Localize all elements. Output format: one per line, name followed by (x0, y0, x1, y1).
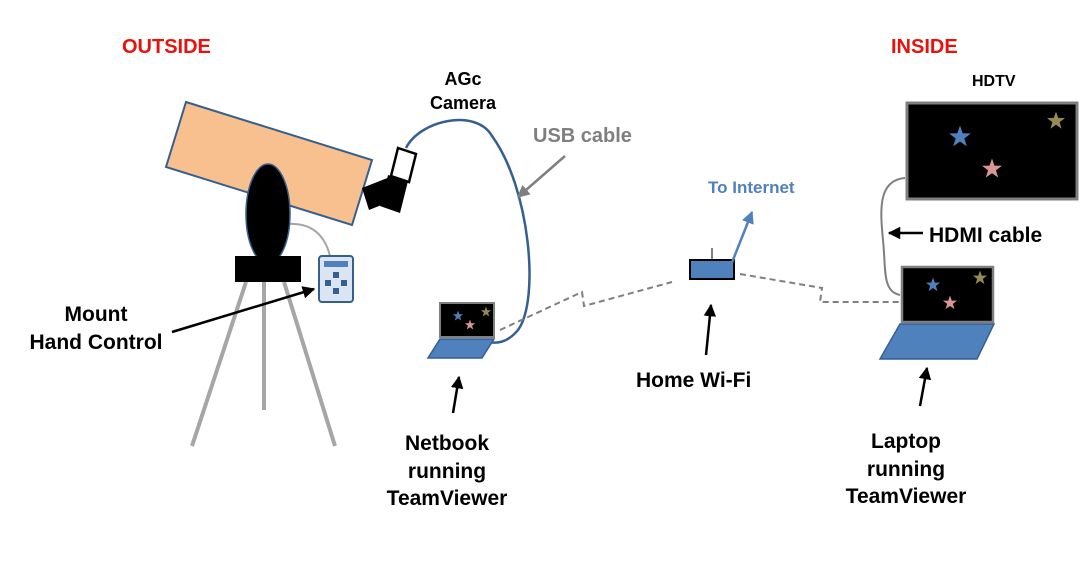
outside-heading: OUTSIDE (122, 36, 211, 58)
wireless-link-laptop (739, 273, 900, 303)
home-wifi-label: Home Wi-Fi (636, 369, 752, 392)
mount-hand-control-label: Mount Hand Control (18, 301, 174, 356)
mount-arm (245, 163, 291, 265)
internet-arrow (729, 210, 754, 266)
laptop-keyboard (878, 323, 996, 360)
wireless-link-netbook (499, 281, 673, 331)
hand-controller-icon (318, 255, 354, 303)
netbook-label-line3: TeamViewer (386, 487, 508, 511)
mount-base (235, 256, 301, 282)
mount-label-line2: Hand Control (29, 330, 163, 354)
laptop-label: Laptop running TeamViewer (824, 428, 988, 511)
netbook-screen (439, 302, 495, 338)
tripod-leg-left (190, 281, 248, 447)
netbook-pointer-arrow (450, 375, 464, 414)
laptop-pointer-arrow (918, 366, 932, 407)
laptop-icon (878, 265, 996, 360)
mount-pointer-arrow (171, 286, 316, 334)
mount-label-line1: Mount (64, 303, 128, 326)
agc-camera-icon (389, 146, 418, 184)
wifi-pointer-arrow (703, 303, 717, 356)
laptop-label-line2: running (866, 457, 946, 481)
camera-label: AGc Camera (413, 68, 513, 116)
tripod-leg-right (282, 281, 337, 447)
camera-label-line1: AGc (444, 69, 482, 89)
hand-control-cable (286, 222, 331, 257)
usb-cable-label: USB cable (533, 125, 632, 147)
laptop-label-line3: TeamViewer (845, 485, 967, 509)
laptop-label-line1: Laptop (871, 430, 941, 453)
usb-cable (404, 118, 531, 344)
inside-heading: INSIDE (891, 36, 958, 58)
hdtv-screen (905, 101, 1079, 201)
hdtv-icon (905, 101, 1079, 201)
netbook-laptop-icon (426, 302, 496, 359)
camera-body (380, 175, 408, 213)
netbook-label: Netbook running TeamViewer (365, 430, 529, 513)
tripod (190, 281, 337, 447)
camera-label-line2: Camera (429, 92, 497, 113)
netbook-label-line1: Netbook (405, 432, 489, 455)
to-internet-label: To Internet (708, 178, 795, 197)
hdtv-label: HDTV (972, 73, 1016, 90)
usb-cable-pointer-arrow (517, 155, 566, 198)
netbook-keyboard (426, 338, 496, 359)
hdmi-cable (880, 177, 906, 296)
router-icon (689, 248, 735, 280)
hdmi-cable-label: HDMI cable (929, 224, 1043, 247)
netbook-label-line2: running (407, 459, 487, 483)
